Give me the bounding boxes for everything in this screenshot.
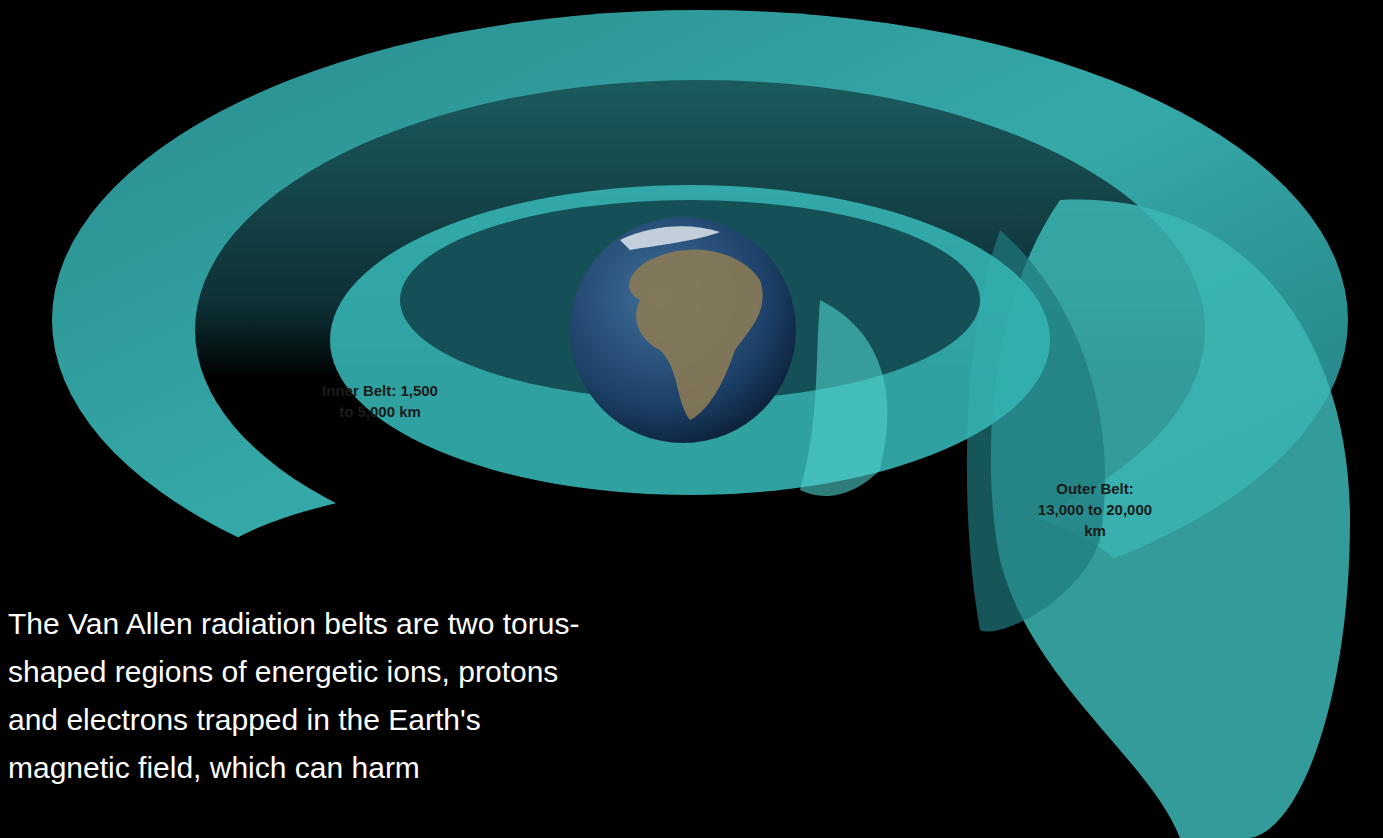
inner-belt-section xyxy=(800,300,888,496)
belt-label: Inner Belt: 1,500 to 5,000 km xyxy=(320,380,440,422)
earth-land xyxy=(629,250,763,420)
earth-cloud xyxy=(620,226,720,250)
belt-label: Outer Belt: 13,000 to 20,000 km xyxy=(1035,478,1155,541)
inner-belt xyxy=(330,185,1050,495)
earth xyxy=(570,217,796,443)
description-text: The Van Allen radiation belts are two to… xyxy=(8,600,588,792)
